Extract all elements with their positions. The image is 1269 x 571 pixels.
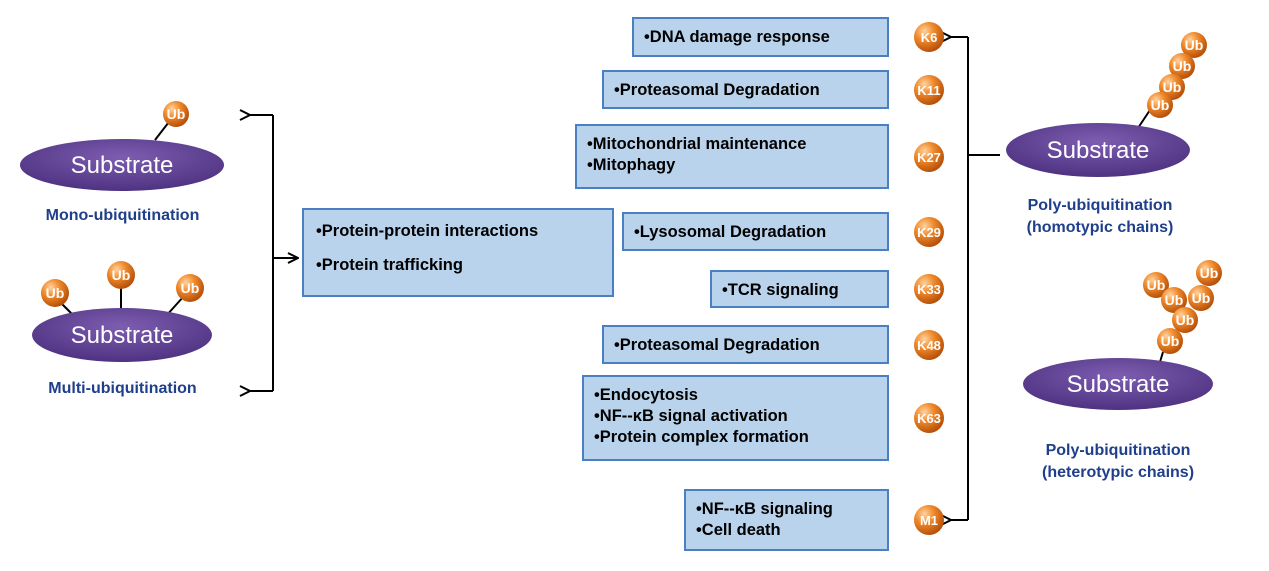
box-line: •Proteasomal Degradation — [614, 336, 820, 354]
svg-text:K11: K11 — [917, 83, 940, 98]
svg-text:Ub: Ub — [1161, 333, 1180, 349]
box-line: •Mitophagy — [587, 156, 676, 174]
svg-text:Ub: Ub — [1192, 290, 1211, 306]
k29-function-box: •Lysosomal Degradation — [622, 212, 889, 251]
caption-line: Poly-ubiquitination — [1045, 442, 1191, 459]
box-line: •Protein-protein interactions — [316, 222, 539, 240]
right-bracket — [951, 37, 1000, 520]
caption-line: (heterotypic chains) — [1041, 464, 1195, 481]
ub-ball — [1188, 285, 1214, 311]
box-line: •Proteasomal Degradation — [614, 81, 820, 99]
k6-ball — [914, 22, 944, 52]
svg-text:Substrate: Substrate — [1047, 137, 1150, 164]
svg-text:K48: K48 — [917, 338, 941, 353]
ub-ball — [1143, 272, 1169, 298]
k33-ball — [914, 274, 944, 304]
svg-text:K63: K63 — [917, 411, 941, 426]
box-line: •Endocytosis — [594, 386, 698, 404]
k11-ball — [914, 75, 944, 105]
svg-text:K6: K6 — [921, 30, 938, 45]
interactions-trafficking-box: •Protein-protein interactions •Protein t… — [302, 208, 614, 297]
svg-text:Ub: Ub — [112, 267, 131, 283]
multi-caption: Multi-ubiquitination — [48, 380, 197, 397]
multi-ubiquitination-figure: Substrate Ub Ub Ub — [32, 261, 212, 362]
ub-ball — [163, 101, 189, 127]
svg-text:Ub: Ub — [181, 280, 200, 296]
m1-function-box: •NF--κB signaling •Cell death — [684, 489, 889, 551]
ub-ball — [1161, 287, 1187, 313]
k33-function-box: •TCR signaling — [710, 270, 889, 308]
svg-text:Substrate: Substrate — [71, 152, 174, 179]
svg-text:K33: K33 — [917, 282, 941, 297]
mono-caption: Mono-ubiquitination — [45, 207, 200, 224]
svg-text:K29: K29 — [917, 225, 941, 240]
svg-text:Substrate: Substrate — [1067, 371, 1170, 398]
substrate-ellipse — [1023, 358, 1213, 410]
svg-text:Ub: Ub — [1200, 265, 1219, 281]
mono-ubiquitination-figure: Substrate Ub — [20, 101, 224, 191]
svg-text:Ub: Ub — [167, 106, 186, 122]
svg-text:Ub: Ub — [1176, 312, 1195, 328]
ub-ball — [1147, 92, 1173, 118]
ub-ball — [1169, 53, 1195, 79]
caption-line: (homotypic chains) — [1026, 219, 1174, 236]
substrate-ellipse — [32, 308, 212, 362]
svg-text:Ub: Ub — [1163, 79, 1182, 95]
caption-line: Poly-ubiquitination — [1027, 197, 1173, 214]
svg-text:Substrate: Substrate — [71, 322, 174, 349]
k29-ball — [914, 217, 944, 247]
k27-ball — [914, 142, 944, 172]
box-line: •Lysosomal Degradation — [634, 223, 827, 241]
svg-text:Ub: Ub — [46, 285, 65, 301]
linkage-circles: K6 K11 K27 K29 K33 K48 K63 M1 — [914, 22, 944, 535]
homotypic-chain-figure: Substrate Ub Ub Ub Ub — [1006, 32, 1207, 177]
box-line: •Protein complex formation — [594, 428, 809, 446]
heterotypic-caption: Poly-ubiquitination (heterotypic chains) — [1018, 440, 1218, 484]
box-line: •Cell death — [696, 521, 781, 539]
ub-ball — [41, 279, 69, 307]
k63-ball — [914, 403, 944, 433]
ub-ball — [107, 261, 135, 289]
svg-text:M1: M1 — [920, 513, 938, 528]
svg-text:Ub: Ub — [1173, 58, 1192, 74]
box-line: •Protein trafficking — [316, 256, 463, 274]
k11-function-box: •Proteasomal Degradation — [602, 70, 889, 109]
k63-function-box: •Endocytosis •NF--κB signal activation •… — [582, 375, 889, 461]
k6-function-box: •DNA damage response — [632, 17, 889, 57]
homotypic-caption: Poly-ubiquitination (homotypic chains) — [1000, 195, 1200, 239]
ub-ball — [1196, 260, 1222, 286]
substrate-ellipse — [20, 139, 224, 191]
left-bracket — [250, 115, 298, 391]
ub-ball — [1172, 307, 1198, 333]
k48-function-box: •Proteasomal Degradation — [602, 325, 889, 364]
heterotypic-chain-figure: Substrate Ub Ub Ub Ub Ub Ub — [1023, 260, 1222, 410]
box-line: •Mitochondrial maintenance — [587, 135, 807, 153]
svg-text:Ub: Ub — [1185, 37, 1204, 53]
k48-ball — [914, 330, 944, 360]
ub-ball — [1181, 32, 1207, 58]
svg-text:Ub: Ub — [1151, 97, 1170, 113]
m1-ball — [914, 505, 944, 535]
k27-function-box: •Mitochondrial maintenance •Mitophagy — [575, 124, 889, 189]
box-line: •NF--κB signal activation — [594, 407, 788, 425]
box-line: •TCR signaling — [722, 281, 839, 299]
svg-text:K27: K27 — [917, 150, 941, 165]
box-line: •DNA damage response — [644, 28, 830, 46]
box-line: •NF--κB signaling — [696, 500, 833, 518]
substrate-ellipse — [1006, 123, 1190, 177]
ub-ball — [176, 274, 204, 302]
svg-text:Ub: Ub — [1165, 292, 1184, 308]
svg-text:Ub: Ub — [1147, 277, 1166, 293]
ub-ball — [1157, 328, 1183, 354]
